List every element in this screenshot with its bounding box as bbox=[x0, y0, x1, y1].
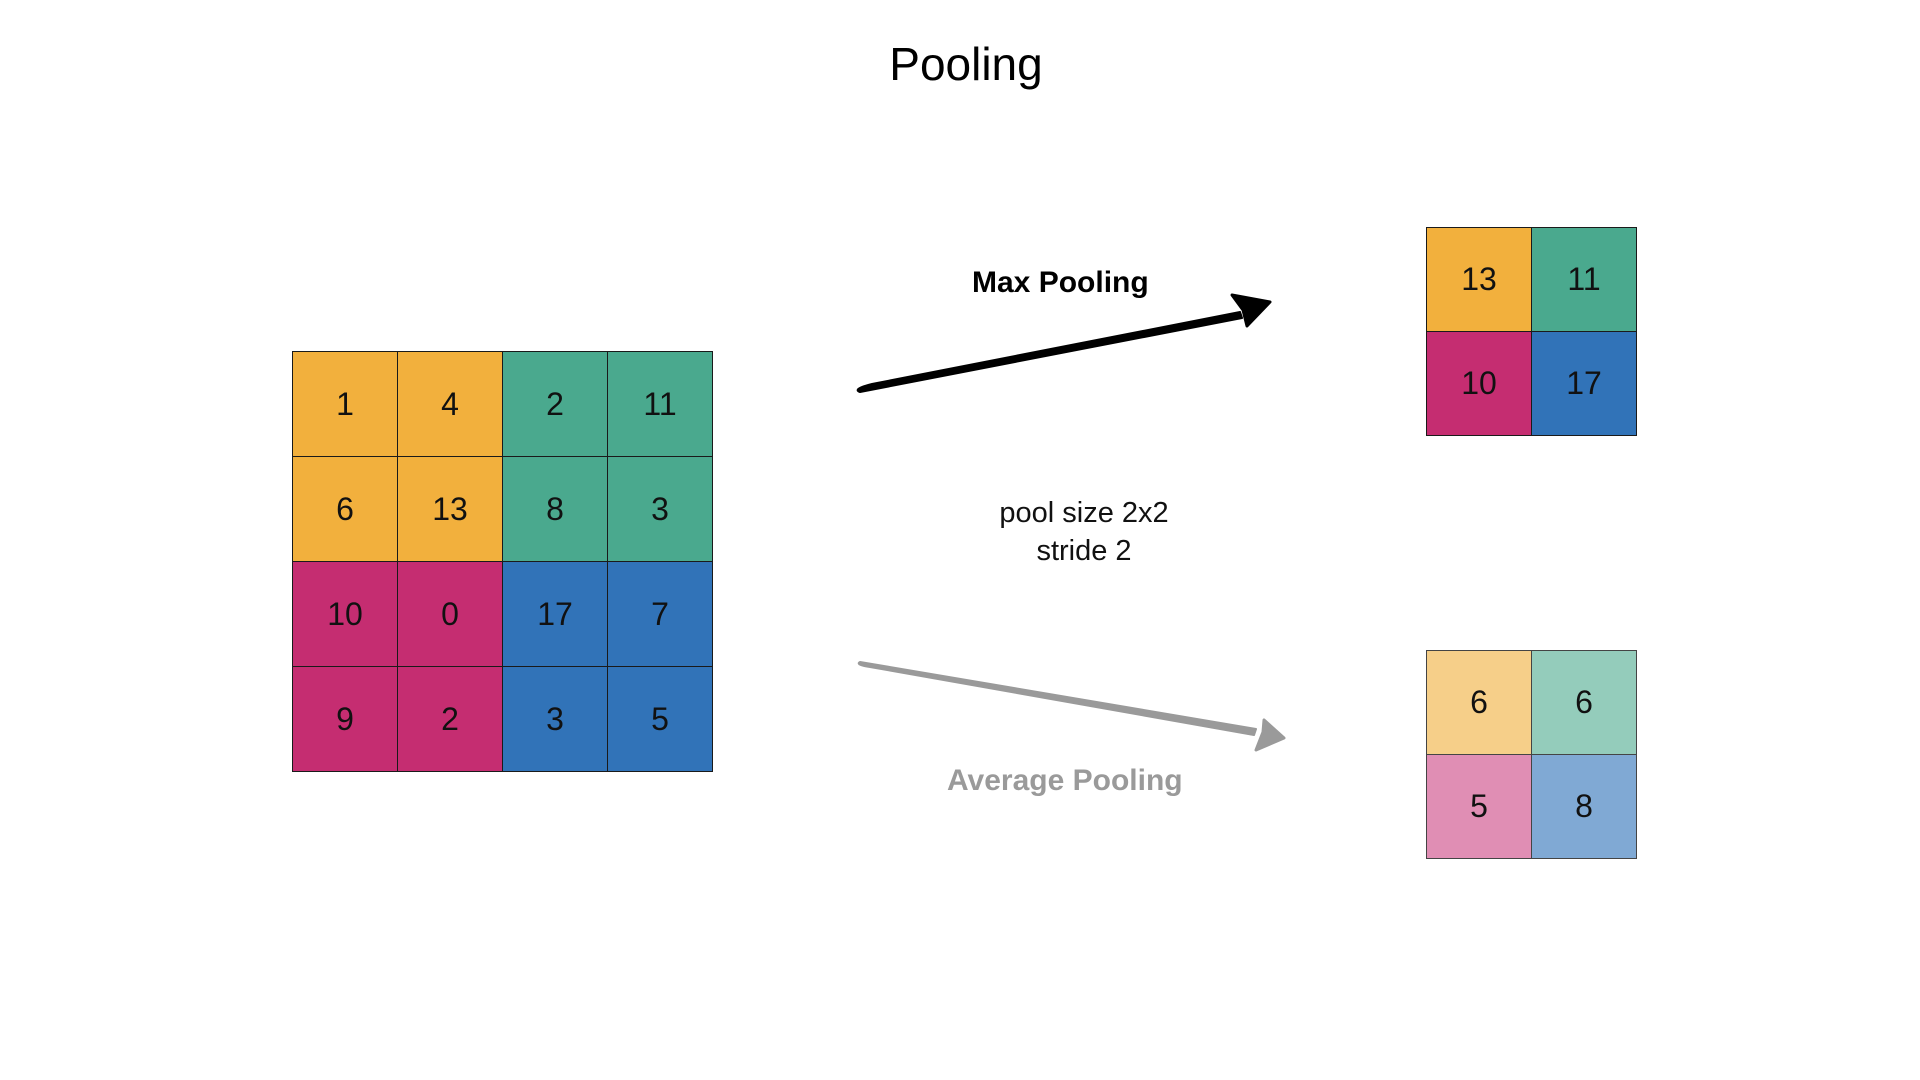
input-cell: 17 bbox=[503, 562, 608, 667]
avg-output-cell: 5 bbox=[1427, 755, 1532, 859]
input-cell: 7 bbox=[608, 562, 713, 667]
avg-output-cell: 8 bbox=[1532, 755, 1637, 859]
input-cell: 2 bbox=[503, 352, 608, 457]
input-cell: 6 bbox=[293, 457, 398, 562]
diagram-title: Pooling bbox=[889, 38, 1043, 90]
input-cell: 0 bbox=[398, 562, 503, 667]
input-cell: 13 bbox=[398, 457, 503, 562]
max-output-cell: 10 bbox=[1427, 332, 1532, 436]
max-pooling-output-matrix: 13 11 10 17 bbox=[1426, 227, 1637, 436]
average-pooling-arrow bbox=[857, 661, 1286, 752]
max-pooling-arrow bbox=[856, 293, 1272, 393]
input-cell: 3 bbox=[503, 667, 608, 772]
input-cell: 10 bbox=[293, 562, 398, 667]
input-cell: 4 bbox=[398, 352, 503, 457]
avg-output-cell: 6 bbox=[1532, 651, 1637, 755]
max-output-cell: 11 bbox=[1532, 228, 1637, 332]
input-matrix: 1 4 2 11 6 13 8 3 10 0 17 7 9 2 3 5 bbox=[292, 351, 713, 772]
input-cell: 8 bbox=[503, 457, 608, 562]
input-cell: 5 bbox=[608, 667, 713, 772]
average-pooling-output-matrix: 6 6 5 8 bbox=[1426, 650, 1637, 859]
pool-size-text: pool size 2x2 bbox=[999, 497, 1169, 529]
input-cell: 2 bbox=[398, 667, 503, 772]
input-cell: 9 bbox=[293, 667, 398, 772]
max-output-cell: 17 bbox=[1532, 332, 1637, 436]
pooling-parameters: pool size 2x2 stride 2 bbox=[952, 494, 1216, 570]
max-output-cell: 13 bbox=[1427, 228, 1532, 332]
input-cell: 1 bbox=[293, 352, 398, 457]
input-cell: 3 bbox=[608, 457, 713, 562]
max-pooling-label: Max Pooling bbox=[972, 266, 1149, 299]
input-cell: 11 bbox=[608, 352, 713, 457]
average-pooling-label: Average Pooling bbox=[947, 764, 1183, 797]
stride-text: stride 2 bbox=[1036, 535, 1132, 567]
avg-output-cell: 6 bbox=[1427, 651, 1532, 755]
